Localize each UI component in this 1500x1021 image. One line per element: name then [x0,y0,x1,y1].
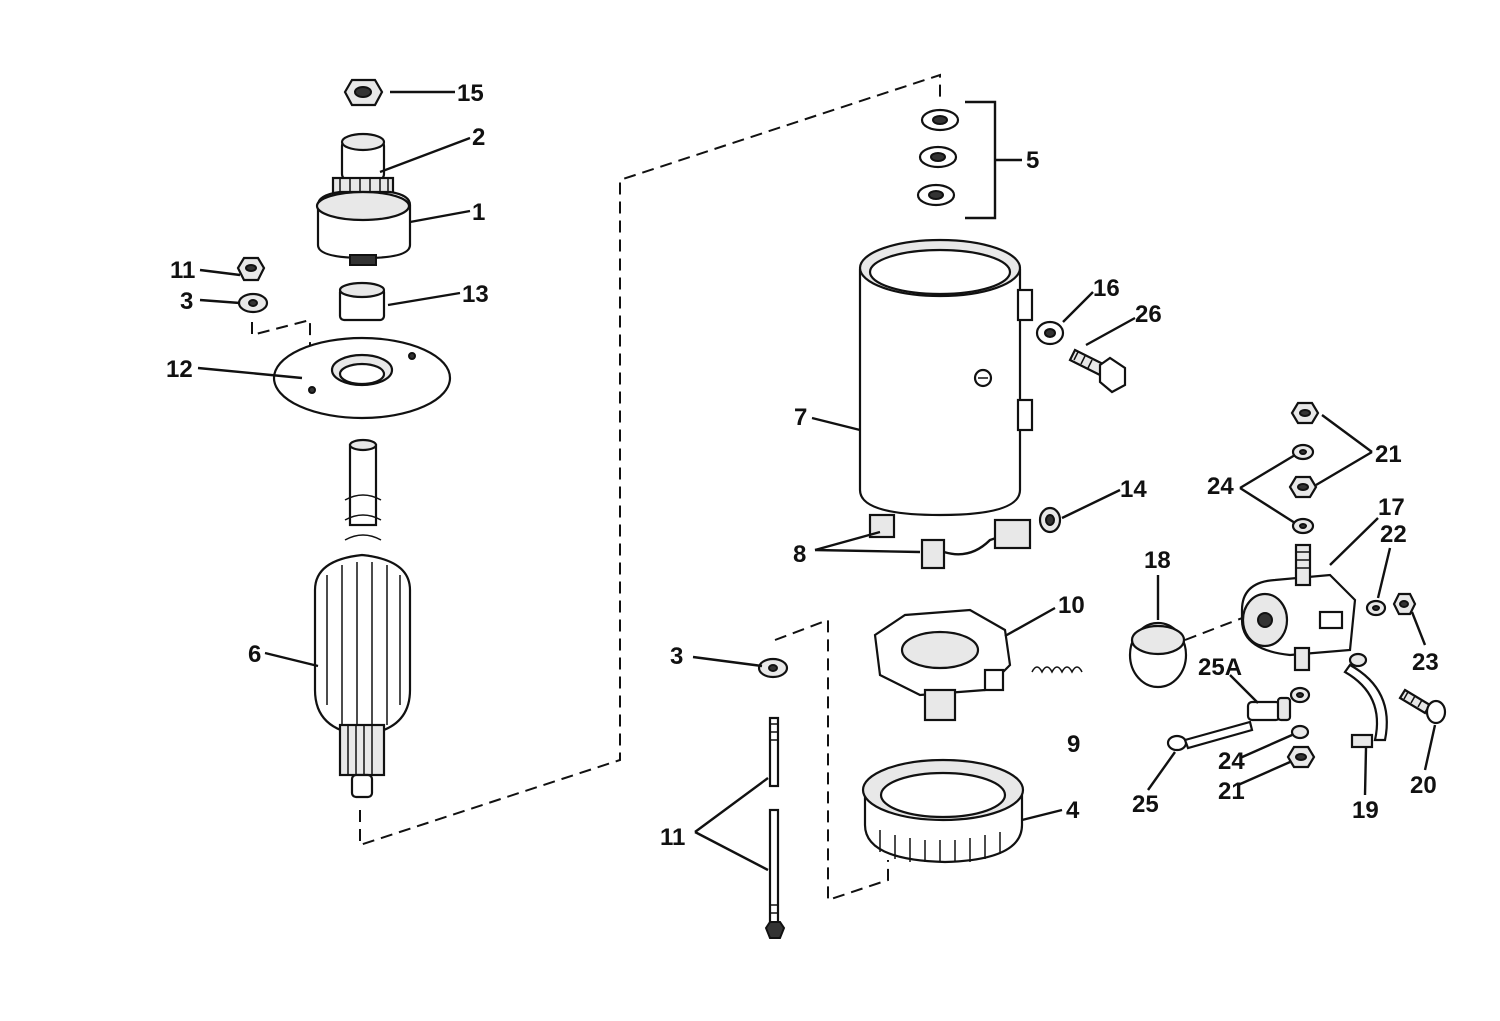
part-9-spring [1031,666,1083,674]
callout-5: 5 [1026,147,1039,174]
part-21-nut-a [1290,401,1320,425]
part-16-washer [1035,320,1065,346]
part-6-armature [313,438,412,799]
callout-12: 12 [166,356,193,383]
callout-24-lower: 24 [1218,748,1245,775]
part-15-nut [343,78,384,107]
part-17-solenoid [1240,543,1357,672]
part-4-end-cap [861,758,1025,864]
callout-24-upper: 24 [1207,473,1234,500]
callout-13: 13 [462,281,489,308]
callout-21-lower: 21 [1218,778,1245,805]
callout-10: 10 [1058,592,1085,619]
part-14-grommet [1038,506,1062,534]
part-24-washer-b [1291,517,1315,535]
part-12-end-plate [272,336,452,420]
part-1-drive-assembly [315,132,412,266]
part-26-bolt [1068,348,1127,394]
callout-11-top: 11 [170,257,195,284]
callout-8: 8 [793,541,806,568]
part-13-bushing [338,281,386,322]
callout-21-upper: 21 [1375,441,1402,468]
callout-23: 23 [1412,649,1439,676]
callout-18: 18 [1144,547,1171,574]
part-24-washer-lower [1289,686,1311,704]
part-11-through-bolts [764,716,786,939]
part-5-washers [916,108,960,207]
part-25A-stud [1246,696,1292,722]
leader-lines [197,90,1437,872]
callout-7: 7 [794,404,807,431]
callout-25: 25 [1132,791,1159,818]
callout-20: 20 [1410,772,1437,799]
part-3-washer-lower [757,657,789,679]
callout-19: 19 [1352,797,1379,824]
part-20-screw [1398,688,1447,725]
callout-22: 22 [1380,521,1407,548]
callout-labels: 15 2 1 11 3 13 12 6 7 5 16 26 14 8 10 9 … [166,80,1439,851]
callout-14: 14 [1120,476,1147,503]
callout-25A: 25A [1198,654,1242,681]
callout-11-lower: 11 [660,824,685,851]
callout-4: 4 [1066,797,1080,824]
callout-2: 2 [472,124,485,151]
part-21-nut-b [1288,475,1318,499]
callout-1: 1 [472,199,485,226]
callout-6: 6 [248,641,261,668]
part-8-brush-leads [868,513,1032,570]
callout-9: 9 [1067,731,1080,758]
callout-3-lower: 3 [670,643,683,670]
part-19-strap [1343,652,1388,749]
bracket-5 [965,100,997,220]
part-10-brush-plate [873,608,1012,722]
callout-15: 15 [457,80,484,107]
part-7-frame-housing [858,238,1034,517]
part-24-washer-a [1291,443,1315,461]
callout-26: 26 [1135,301,1162,328]
part-3-washer-top [237,292,269,314]
callout-3-top: 3 [180,288,193,315]
part-11-nut-top [236,256,266,282]
part-24-washer-lower-2 [1290,724,1310,740]
part-18-ring [1128,621,1188,689]
part-22-washer [1365,599,1387,617]
callout-16: 16 [1093,275,1120,302]
part-21-nut-lower [1286,745,1316,769]
part-25-lead [1166,720,1254,752]
callout-17: 17 [1378,494,1405,521]
part-23-nut [1392,592,1417,616]
